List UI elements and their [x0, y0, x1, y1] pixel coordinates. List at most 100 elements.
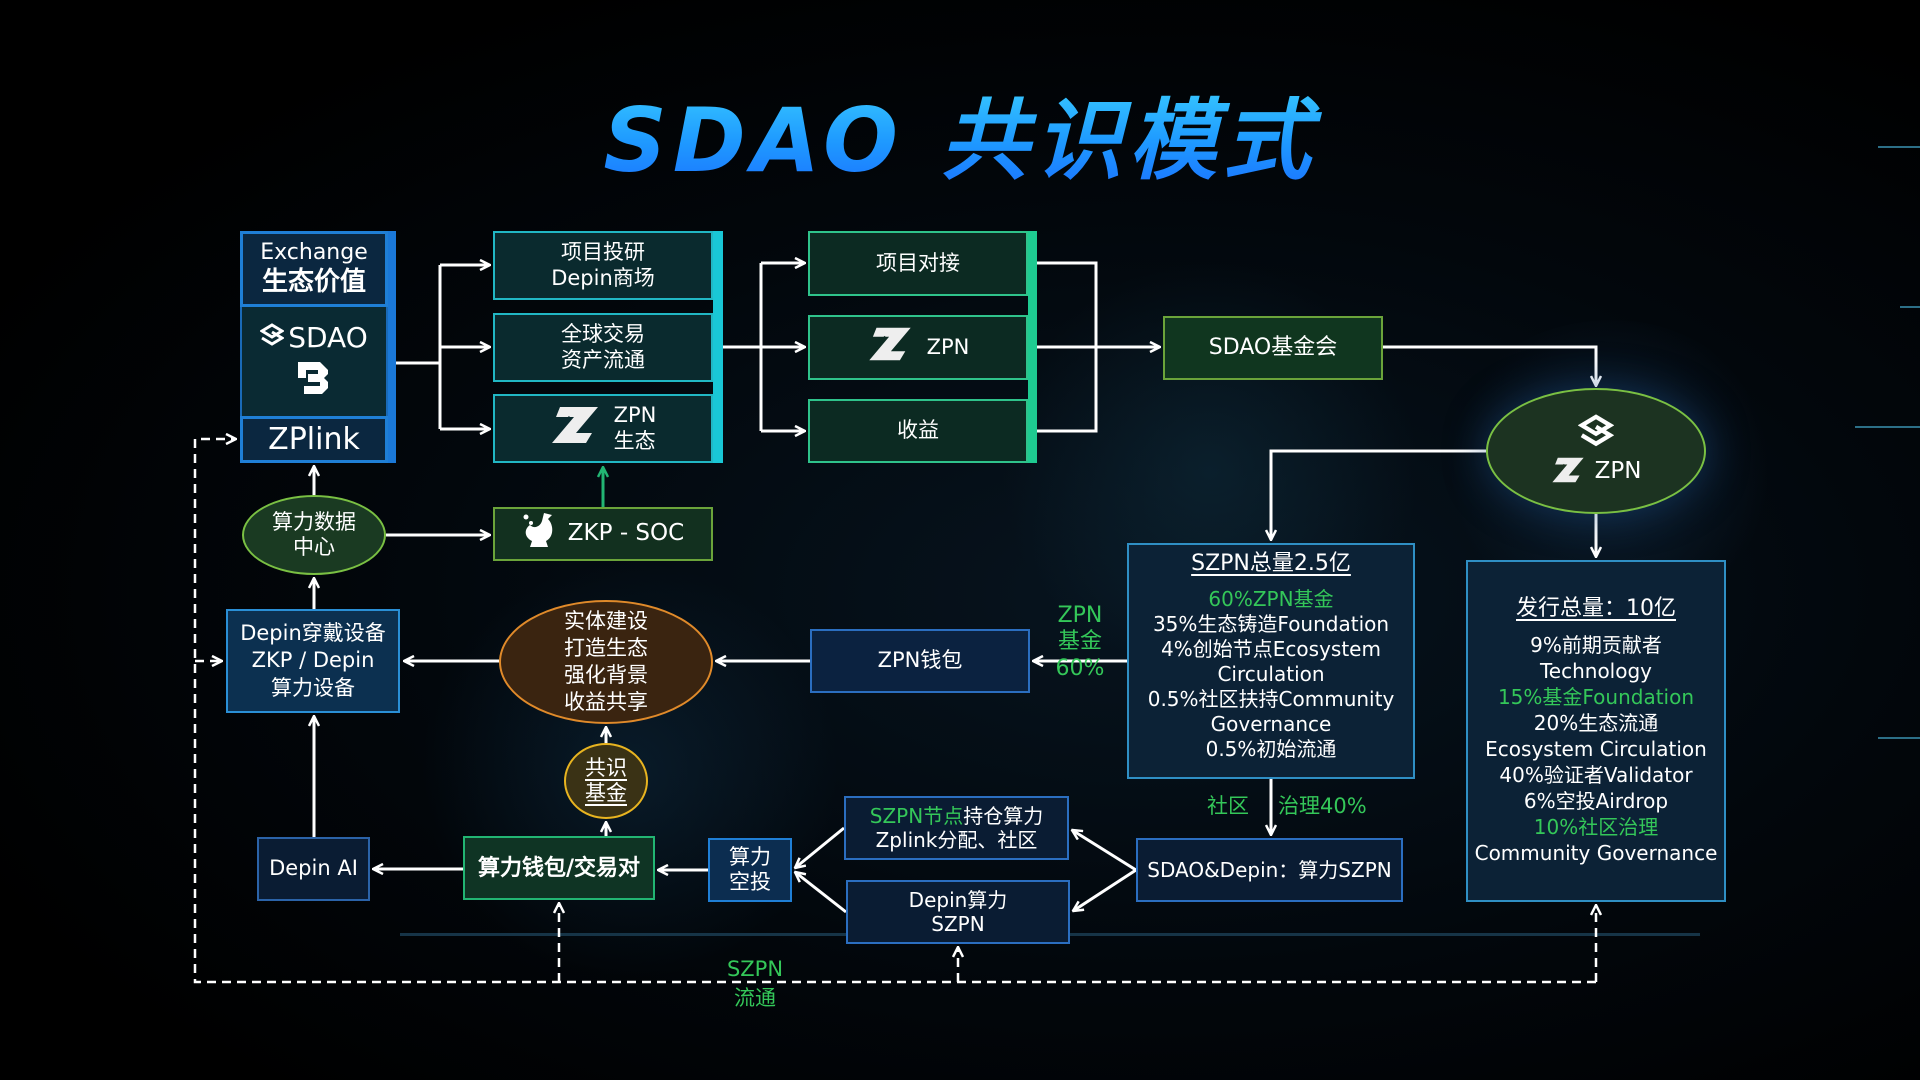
zpn-label: ZPN — [926, 334, 970, 359]
right-column-bar — [1028, 231, 1037, 463]
earnings-box[interactable]: 收益 — [808, 399, 1028, 463]
zpn-wallet-label: ZPN钱包 — [877, 648, 963, 673]
sdao-label: SDAO — [288, 320, 368, 354]
deco-line — [1900, 306, 1920, 308]
zpn-node-label: ZPN — [1594, 458, 1642, 485]
connector — [795, 872, 847, 914]
allocation-line: 10%社区治理 — [1533, 815, 1659, 840]
depin-compute-label-2: SZPN — [931, 912, 985, 936]
zkp-soc-box[interactable]: ZKP - SOC — [493, 507, 713, 561]
zpn-fund-label-line: ZPN — [1057, 603, 1103, 628]
ecosystem-line: 实体建设 — [564, 609, 648, 634]
sdao-foundation-box[interactable]: SDAO基金会 — [1163, 316, 1383, 380]
consensus-fund-label: 共识 — [585, 755, 627, 780]
data-center-node[interactable]: 算力数据 中心 — [242, 495, 386, 575]
exchange-box[interactable]: Exchange 生态价值 — [240, 231, 388, 307]
earnings-label: 收益 — [897, 418, 939, 443]
ecosystem-line: 强化背景 — [564, 663, 648, 687]
governance-40-label: 治理40% — [1278, 794, 1367, 818]
asset-circulation-label: 资产流通 — [561, 347, 645, 372]
sdao-depin-box[interactable]: SDAO&Depin：算力SZPN — [1136, 838, 1403, 902]
zpn-label: ZPN — [613, 403, 657, 428]
global-trade-box[interactable]: 全球交易 资产流通 — [493, 313, 713, 382]
compute-airdrop-label: 算力 — [729, 844, 771, 869]
allocation-line: Circulation — [1217, 662, 1325, 687]
zpn-node[interactable]: ZPN — [1486, 388, 1706, 514]
zplink-label: ZPlink — [268, 421, 360, 457]
exchange-value-label: 生态价值 — [261, 266, 366, 297]
allocation-line: 35%生态铸造Foundation — [1152, 612, 1390, 637]
compute-wallet-label: 算力钱包/交易对 — [477, 854, 641, 881]
allocation-line: 20%生态流通 — [1533, 711, 1659, 736]
depin-compute-label: Depin算力 — [908, 888, 1008, 912]
allocation-line: 40%验证者Validator — [1499, 763, 1693, 788]
depin-devices-box[interactable]: Depin穿戴设备 ZKP / Depin 算力设备 — [226, 609, 400, 713]
sdao-logo-icon — [1577, 414, 1615, 452]
allocation-line: 60%ZPN基金 — [1208, 587, 1334, 612]
allocation-line: 0.5%社区扶持Community — [1147, 687, 1395, 712]
project-docking-label: 项目对接 — [876, 250, 960, 275]
sdao-foundation-label: SDAO基金会 — [1208, 334, 1338, 360]
zpn-ecosystem-box[interactable]: ZPN 生态 — [493, 394, 713, 463]
sdao-depin-label: SDAO&Depin：算力SZPN — [1147, 858, 1392, 882]
depin-mall-label: Depin商场 — [551, 265, 655, 290]
dashed-connector — [193, 439, 1596, 984]
zplink-box[interactable]: ZPlink — [240, 416, 388, 463]
deco-line — [1878, 737, 1920, 739]
ecosystem-label: 生态 — [613, 428, 656, 453]
connector — [1383, 345, 1596, 386]
consensus-fund-label-2: 基金 — [585, 781, 627, 805]
szpn-flow-line: 流通 — [734, 986, 776, 1011]
connector — [1072, 830, 1137, 872]
ecosystem-line: 收益共享 — [564, 689, 648, 714]
global-trade-label: 全球交易 — [561, 322, 645, 347]
deco-line — [1855, 426, 1920, 428]
depin-wearable-label: Depin穿戴设备 — [240, 621, 386, 646]
allocation-line: 4%创始节点Ecosystem — [1161, 637, 1381, 662]
zpn-wallet-box[interactable]: ZPN钱包 — [810, 629, 1030, 693]
middle-column-bar — [713, 231, 723, 463]
allocation-line: 6%空投Airdrop — [1523, 789, 1669, 814]
szpn-node-line: SZPN节点持仓算力 — [870, 804, 1043, 828]
zpn-fund-label-line: 基金 — [1057, 629, 1102, 655]
compute-wallet-box[interactable]: 算力钱包/交易对 — [463, 836, 655, 900]
depin-ai-box[interactable]: Depin AI — [257, 837, 370, 901]
szpn-flow-line: SZPN — [726, 957, 784, 981]
zkp-soc-label: ZKP - SOC — [567, 520, 685, 547]
deco-line — [1878, 146, 1920, 148]
project-docking-box[interactable]: 项目对接 — [808, 231, 1028, 296]
whale-icon — [522, 511, 556, 556]
szpn-node-box[interactable]: SZPN节点持仓算力 Zplink分配、社区 — [844, 796, 1069, 860]
connector — [795, 826, 845, 868]
allocation-line: 9%前期贡献者 — [1530, 633, 1662, 658]
consensus-fund-node[interactable]: 共识 基金 — [564, 743, 648, 819]
page-title: SDAO 共识模式 — [0, 70, 1920, 197]
allocation-line: 15%基金Foundation — [1497, 685, 1695, 710]
compute-airdrop-label-2: 空投 — [729, 870, 771, 894]
allocation-line: 0.5%初始流通 — [1205, 737, 1337, 762]
sdao-box[interactable]: SDAO — [240, 307, 388, 416]
compute-airdrop-box[interactable]: 算力 空投 — [708, 838, 792, 902]
szpn-node-highlight: SZPN节点 — [869, 804, 964, 828]
research-label: 项目投研 — [561, 240, 645, 265]
ecosystem-node[interactable]: 实体建设 打造生态 强化背景 收益共享 — [499, 600, 713, 724]
allocation-line: Technology — [1539, 659, 1652, 684]
zpn-logo-icon — [867, 326, 913, 368]
zkp-depin-label: ZKP / Depin — [251, 648, 375, 673]
community-label: 社区 — [1207, 794, 1249, 818]
zpn-box[interactable]: ZPN — [808, 315, 1028, 380]
exchange-label: Exchange — [260, 240, 368, 266]
compute-device-label: 算力设备 — [271, 675, 355, 700]
allocation-line: Community Governance — [1474, 841, 1718, 866]
connector — [1271, 449, 1486, 540]
data-center-label-2: 中心 — [293, 535, 335, 559]
szpn-node-text: 持仓算力 — [963, 804, 1044, 828]
data-center-label: 算力数据 — [272, 509, 356, 534]
depin-compute-box[interactable]: Depin算力 SZPN — [846, 880, 1070, 944]
research-box[interactable]: 项目投研 Depin商场 — [493, 231, 713, 300]
